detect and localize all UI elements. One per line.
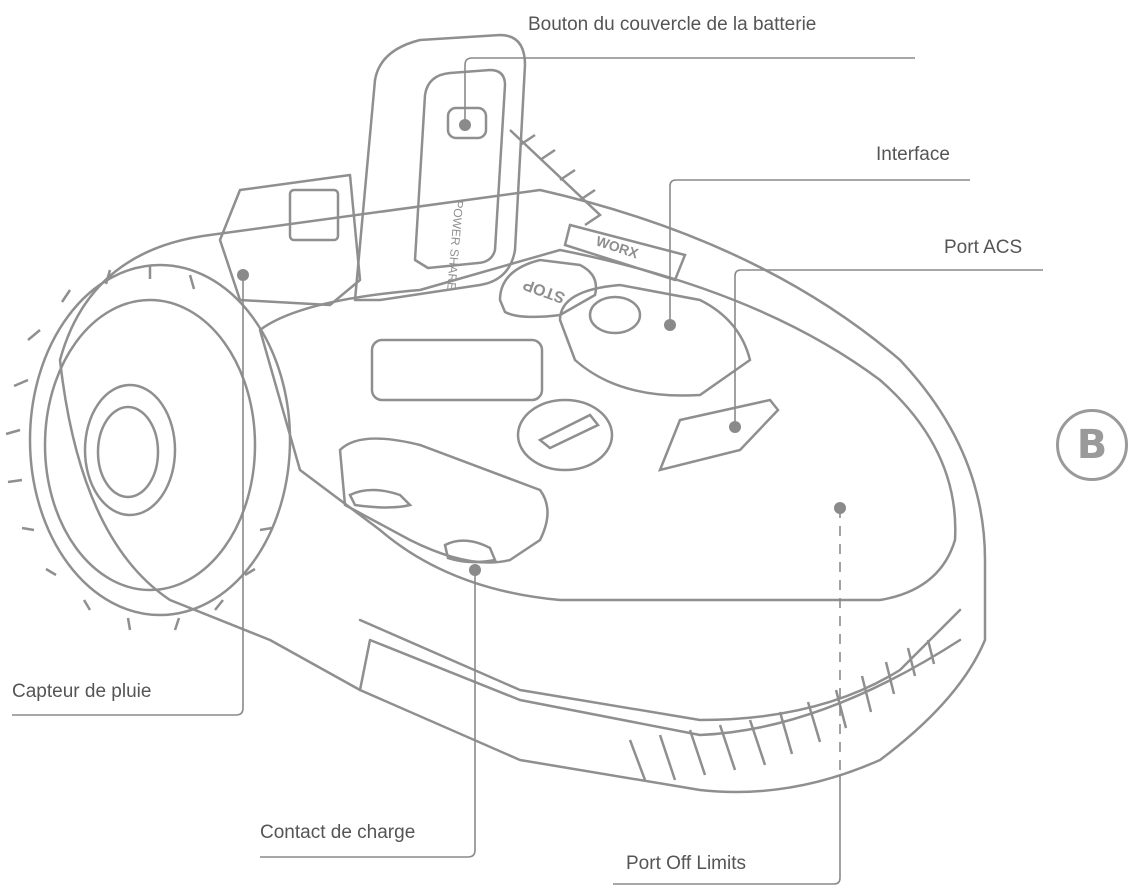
mower-body-outline	[58, 188, 987, 794]
leader-dots	[237, 119, 846, 576]
label-battery-cover-button: Bouton du couvercle de la batterie	[528, 14, 817, 35]
label-interface: Interface	[876, 144, 950, 165]
leader-interface	[669, 179, 970, 325]
usb-battery-slot	[288, 188, 340, 242]
charging-contacts	[338, 437, 549, 564]
interface-round-button	[588, 295, 642, 335]
dot-charge-contact	[469, 564, 481, 576]
interface-pad	[558, 283, 752, 397]
left-wheel	[5, 263, 292, 631]
leader-rain-sensor	[12, 275, 244, 716]
dot-acs-port	[729, 421, 741, 433]
wheel-treads	[5, 265, 273, 631]
recessed-panel	[370, 338, 544, 402]
brand-plate: WORX	[563, 223, 687, 282]
battery-cover-button	[446, 106, 488, 140]
mower-top-shell	[258, 248, 957, 602]
stop-button: STOP	[498, 258, 598, 319]
interface-panel	[370, 283, 752, 402]
battery-compartment	[218, 173, 362, 307]
panel-letter-badge: B	[1056, 409, 1128, 481]
charge-contact-left	[348, 488, 413, 509]
leader-battery-button	[464, 57, 915, 125]
rear-vents	[628, 639, 936, 781]
dot-battery-button	[459, 119, 471, 131]
mower-front-lip	[358, 608, 962, 722]
dot-rain-sensor	[237, 269, 249, 281]
dot-interface	[664, 319, 676, 331]
acs-port-shape	[657, 398, 780, 472]
stop-text: STOP	[521, 275, 568, 306]
height-knob	[516, 398, 614, 472]
panel-letter: B	[1076, 422, 1108, 468]
dot-off-limits-port	[834, 502, 846, 514]
leader-charge-contact	[260, 570, 476, 858]
leader-acs-port	[734, 269, 1043, 427]
leader-off-limits-port-2	[613, 775, 841, 885]
battery-cover	[353, 33, 527, 302]
label-acs-port: Port ACS	[944, 237, 1023, 258]
battery-cover-inner	[413, 68, 507, 270]
charge-contact-right	[443, 539, 497, 564]
label-charge-contact: Contact de charge	[260, 822, 416, 843]
leader-lines	[12, 57, 1043, 885]
wheel-rim	[43, 298, 257, 592]
wheel-hub	[83, 383, 177, 517]
mower-bumper	[358, 638, 962, 737]
label-off-limits-port: Port Off Limits	[626, 853, 747, 874]
rear-wheel	[509, 129, 602, 227]
wheel-hub-inner	[96, 405, 160, 499]
label-rain-sensor: Capteur de pluie	[12, 681, 152, 702]
wheel-tire	[28, 263, 292, 617]
